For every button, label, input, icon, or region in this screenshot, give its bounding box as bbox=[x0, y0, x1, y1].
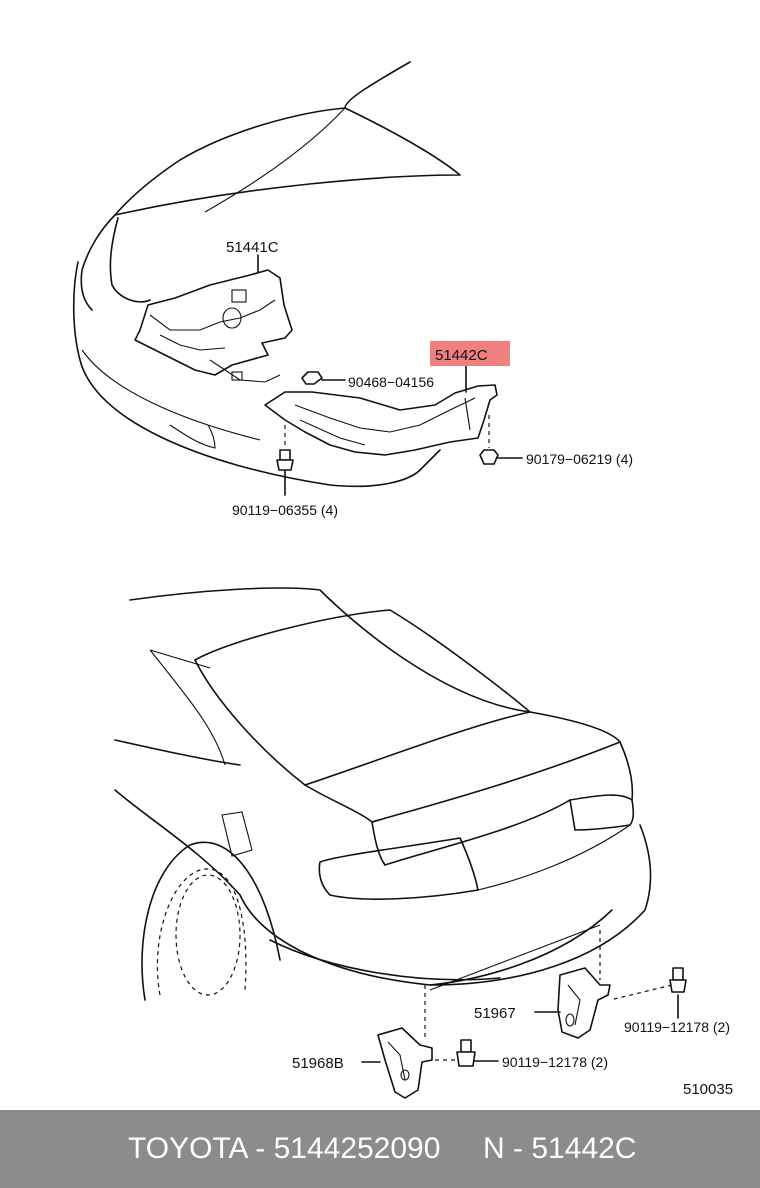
label-90119-12178-right[interactable]: 90119−12178 (2) bbox=[624, 1019, 730, 1035]
label-90119-06355[interactable]: 90119−06355 (4) bbox=[232, 502, 338, 518]
nut-90179-06219 bbox=[479, 415, 523, 465]
label-90468-04156[interactable]: 90468−04156 bbox=[348, 374, 434, 390]
undercover-51442c bbox=[264, 384, 498, 456]
label-51968b[interactable]: 51968B bbox=[292, 1055, 344, 1072]
footer-part-number: TOYOTA - 5144252090 bbox=[128, 1132, 441, 1165]
label-51441c[interactable]: 51441C bbox=[226, 239, 279, 256]
front-car-outline bbox=[72, 61, 461, 488]
label-51967[interactable]: 51967 bbox=[474, 1005, 516, 1022]
figure-number: 510035 bbox=[683, 1081, 733, 1098]
clip-90468 bbox=[301, 371, 346, 385]
footer-ref-number: N - 51442C bbox=[483, 1132, 637, 1165]
rear-car-outline bbox=[114, 587, 652, 1001]
highlight-51442c bbox=[430, 341, 510, 366]
footer-bar: TOYOTA - 5144252090 N - 51442C bbox=[0, 1110, 760, 1188]
bracket-51967 bbox=[534, 930, 611, 1039]
undercover-51441c bbox=[134, 269, 293, 383]
label-90179-06219[interactable]: 90179−06219 (4) bbox=[526, 451, 633, 467]
bolt-90119-06355 bbox=[276, 425, 294, 496]
label-90119-12178-left[interactable]: 90119−12178 (2) bbox=[502, 1054, 608, 1070]
bolt-90119-12178-left bbox=[432, 1039, 499, 1067]
bracket-51968b bbox=[361, 985, 433, 1099]
label-51442c[interactable]: 51442C bbox=[435, 347, 488, 364]
parts-diagram: 51441C 51442C 90468−04156 90179−06219 (4… bbox=[72, 61, 733, 1099]
bolt-90119-12178-right bbox=[609, 967, 687, 1019]
